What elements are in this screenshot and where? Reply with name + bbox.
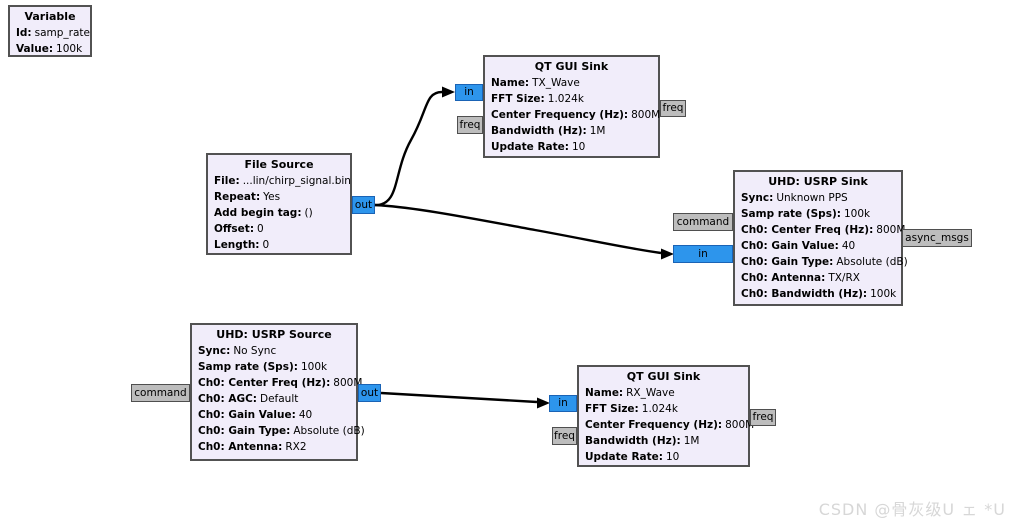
block-param: Samp rate (Sps):100k: [198, 361, 328, 373]
csdn-watermark: CSDN @骨灰级U ェ *U: [818, 500, 1006, 519]
block-qt-gui-sink-tx[interactable]: QT GUI Sink Name:TX_Wave FFT Size:1.024k…: [483, 55, 660, 158]
block-param: Ch0: Gain Value:40: [741, 240, 856, 252]
port-file-source-out[interactable]: out: [352, 196, 375, 214]
connection-filesource-to-qtsink-tx[interactable]: [374, 86, 455, 207]
block-params: Name:RX_Wave FFT Size:1.024k Center Freq…: [579, 385, 755, 465]
port-usrp-source-out[interactable]: out: [358, 384, 381, 402]
connection-usrpsource-to-qtsink-rx[interactable]: [380, 391, 550, 409]
block-param: Sync:No Sync: [198, 345, 277, 357]
port-qt-sink-rx-in[interactable]: in: [549, 395, 577, 412]
block-param: Ch0: Antenna:RX2: [198, 441, 307, 453]
block-file-source[interactable]: File Source File:...lin/chirp_signal.bin…: [206, 153, 352, 255]
block-param: Ch0: Antenna:TX/RX: [741, 272, 860, 284]
block-param: Update Rate:10: [585, 451, 680, 463]
port-usrp-sink-async-msgs[interactable]: async_msgs: [902, 229, 972, 247]
block-param: File:...lin/chirp_signal.bin: [214, 175, 351, 187]
port-usrp-sink-command[interactable]: command: [673, 213, 733, 231]
block-title: QT GUI Sink: [534, 60, 609, 73]
block-param: Bandwidth (Hz):1M: [585, 435, 700, 447]
block-title: Variable: [24, 10, 76, 23]
block-params: Sync:Unknown PPS Samp rate (Sps):100k Ch…: [735, 190, 908, 302]
block-params: Name:TX_Wave FFT Size:1.024k Center Freq…: [485, 75, 661, 155]
block-param: Ch0: Gain Type:Absolute (dB): [198, 425, 365, 437]
block-param: Length:0: [214, 239, 270, 251]
block-params: Sync:No Sync Samp rate (Sps):100k Ch0: C…: [192, 343, 365, 455]
block-param: Name:RX_Wave: [585, 387, 675, 399]
port-qt-sink-tx-freq-out[interactable]: freq: [660, 100, 686, 117]
block-param: Ch0: Center Freq (Hz):800M: [741, 224, 906, 236]
block-param: Ch0: Bandwidth (Hz):100k: [741, 288, 897, 300]
arrowhead-icon: [537, 397, 550, 409]
block-param: Offset:0: [214, 223, 264, 235]
block-title: File Source: [244, 158, 314, 171]
port-qt-sink-rx-freq-in[interactable]: freq: [552, 427, 577, 445]
block-uhd-usrp-source[interactable]: UHD: USRP Source Sync:No Sync Samp rate …: [190, 323, 365, 461]
port-qt-sink-tx-freq-in[interactable]: freq: [457, 116, 483, 134]
block-param: Ch0: AGC:Default: [198, 393, 299, 405]
port-qt-sink-rx-freq-out[interactable]: freq: [750, 409, 776, 426]
block-uhd-usrp-sink[interactable]: UHD: USRP Sink Sync:Unknown PPS Samp rat…: [733, 170, 908, 306]
block-param: Center Frequency (Hz):800M: [585, 419, 755, 431]
block-param: Bandwidth (Hz):1M: [491, 125, 606, 137]
block-params: File:...lin/chirp_signal.bin Repeat:Yes …: [208, 173, 351, 253]
block-param: Ch0: Center Freq (Hz):800M: [198, 377, 363, 389]
block-title: QT GUI Sink: [626, 370, 701, 383]
arrowhead-icon: [442, 86, 455, 98]
block-param: Value:100k: [16, 43, 83, 55]
connection-filesource-to-usrpsink[interactable]: [374, 203, 674, 260]
block-param: Sync:Unknown PPS: [741, 192, 848, 204]
block-params: Id:samp_rate Value:100k: [10, 25, 90, 57]
block-title: UHD: USRP Source: [216, 328, 332, 341]
block-param: FFT Size:1.024k: [491, 93, 584, 105]
block-param: Add begin tag:(): [214, 207, 313, 219]
block-param: Ch0: Gain Value:40: [198, 409, 313, 421]
block-param: Ch0: Gain Type:Absolute (dB): [741, 256, 908, 268]
port-usrp-source-command[interactable]: command: [131, 384, 190, 402]
block-title: UHD: USRP Sink: [768, 175, 868, 188]
block-param: Id:samp_rate: [16, 27, 91, 39]
block-param: Update Rate:10: [491, 141, 586, 153]
block-param: Center Frequency (Hz):800M: [491, 109, 661, 121]
block-qt-gui-sink-rx[interactable]: QT GUI Sink Name:RX_Wave FFT Size:1.024k…: [577, 365, 755, 467]
block-param: Repeat:Yes: [214, 191, 281, 203]
block-param: FFT Size:1.024k: [585, 403, 678, 415]
block-param: Name:TX_Wave: [491, 77, 580, 89]
port-qt-sink-tx-in[interactable]: in: [455, 84, 483, 101]
arrowhead-icon: [661, 248, 674, 260]
port-usrp-sink-in[interactable]: in: [673, 245, 733, 263]
block-param: Samp rate (Sps):100k: [741, 208, 871, 220]
block-variable[interactable]: Variable Id:samp_rate Value:100k: [8, 5, 92, 57]
